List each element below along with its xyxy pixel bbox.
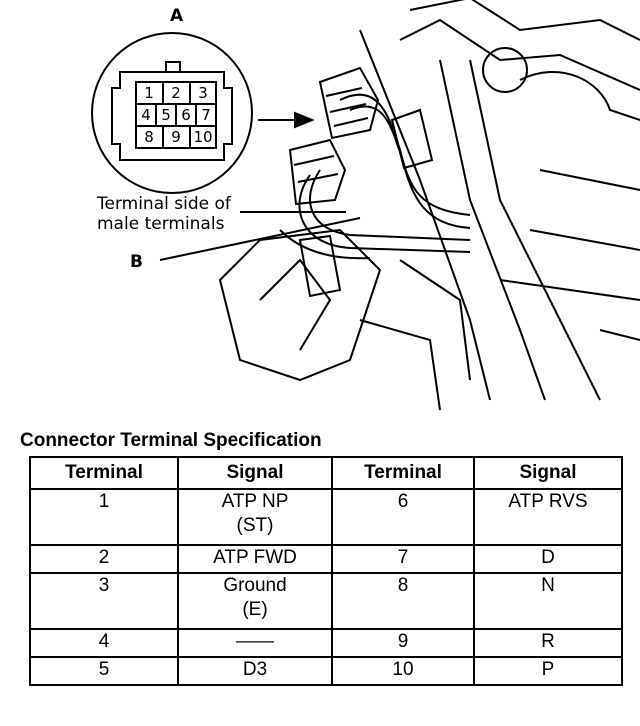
pin-label: 7 [201,106,211,124]
terminal-cell: 2 [29,544,179,574]
signal-cell: —— [177,628,333,658]
table-row: 3 Ground (E) 8 N [29,572,623,630]
header-signal: Signal [177,456,333,490]
table-row: 5 D3 10 P [29,656,623,686]
terminal-spec-table: Terminal Signal Terminal Signal 1 ATP NP… [29,456,623,686]
table-row: 2 ATP FWD 7 D [29,544,623,574]
signal-cell: D3 [177,656,333,686]
terminal-cell: 3 [29,572,179,630]
signal-cell: D [473,544,623,574]
signal-cell: ATP NP (ST) [177,488,333,546]
terminal-cell: 1 [29,488,179,546]
table-row: 1 ATP NP (ST) 6 ATP RVS [29,488,623,546]
pin-label: 8 [144,128,154,146]
callout-b-label: B [130,252,143,272]
pin-label: 4 [141,106,151,124]
signal-line: (ST) [236,515,274,536]
table-row: 4 —— 9 R [29,628,623,658]
terminal-cell: 6 [331,488,475,546]
header-signal: Signal [473,456,623,490]
table-header-row: Terminal Signal Terminal Signal [29,456,623,490]
connector-body [111,71,233,161]
terminal-cell: 9 [331,628,475,658]
pin-label: 9 [171,128,181,146]
caption-line-1: Terminal side of [97,194,231,214]
signal-line: (E) [242,599,268,620]
pin-label: 5 [161,106,171,124]
header-terminal: Terminal [331,456,475,490]
signal-line: ATP NP [221,491,289,512]
terminal-cell: 10 [331,656,475,686]
connector-diagram: A B Terminal side of male terminals 1 2 … [91,0,640,411]
signal-cell: N [473,572,623,630]
terminal-cell: 5 [29,656,179,686]
terminal-cell: 7 [331,544,475,574]
pin-label: 1 [144,84,154,102]
signal-cell: R [473,628,623,658]
spec-title: Connector Terminal Specification [20,430,322,451]
signal-line: Ground [223,575,287,596]
terminal-cell: 8 [331,572,475,630]
pin-label: 2 [171,84,181,102]
terminal-cell: 4 [29,628,179,658]
pin-label: 10 [193,128,213,146]
pin-label: 3 [198,84,208,102]
header-terminal: Terminal [29,456,179,490]
connector-face-outline [91,32,253,194]
engine-harness-illustration [91,0,640,411]
signal-cell: ATP RVS [473,488,623,546]
signal-cell: P [473,656,623,686]
caption-line-2: male terminals [97,214,225,234]
callout-a-label: A [170,6,184,26]
signal-cell: Ground (E) [177,572,333,630]
pin-label: 6 [181,106,191,124]
connector-caption: Terminal side of male terminals [97,194,277,234]
signal-cell: ATP FWD [177,544,333,574]
connector-latch [165,61,181,73]
